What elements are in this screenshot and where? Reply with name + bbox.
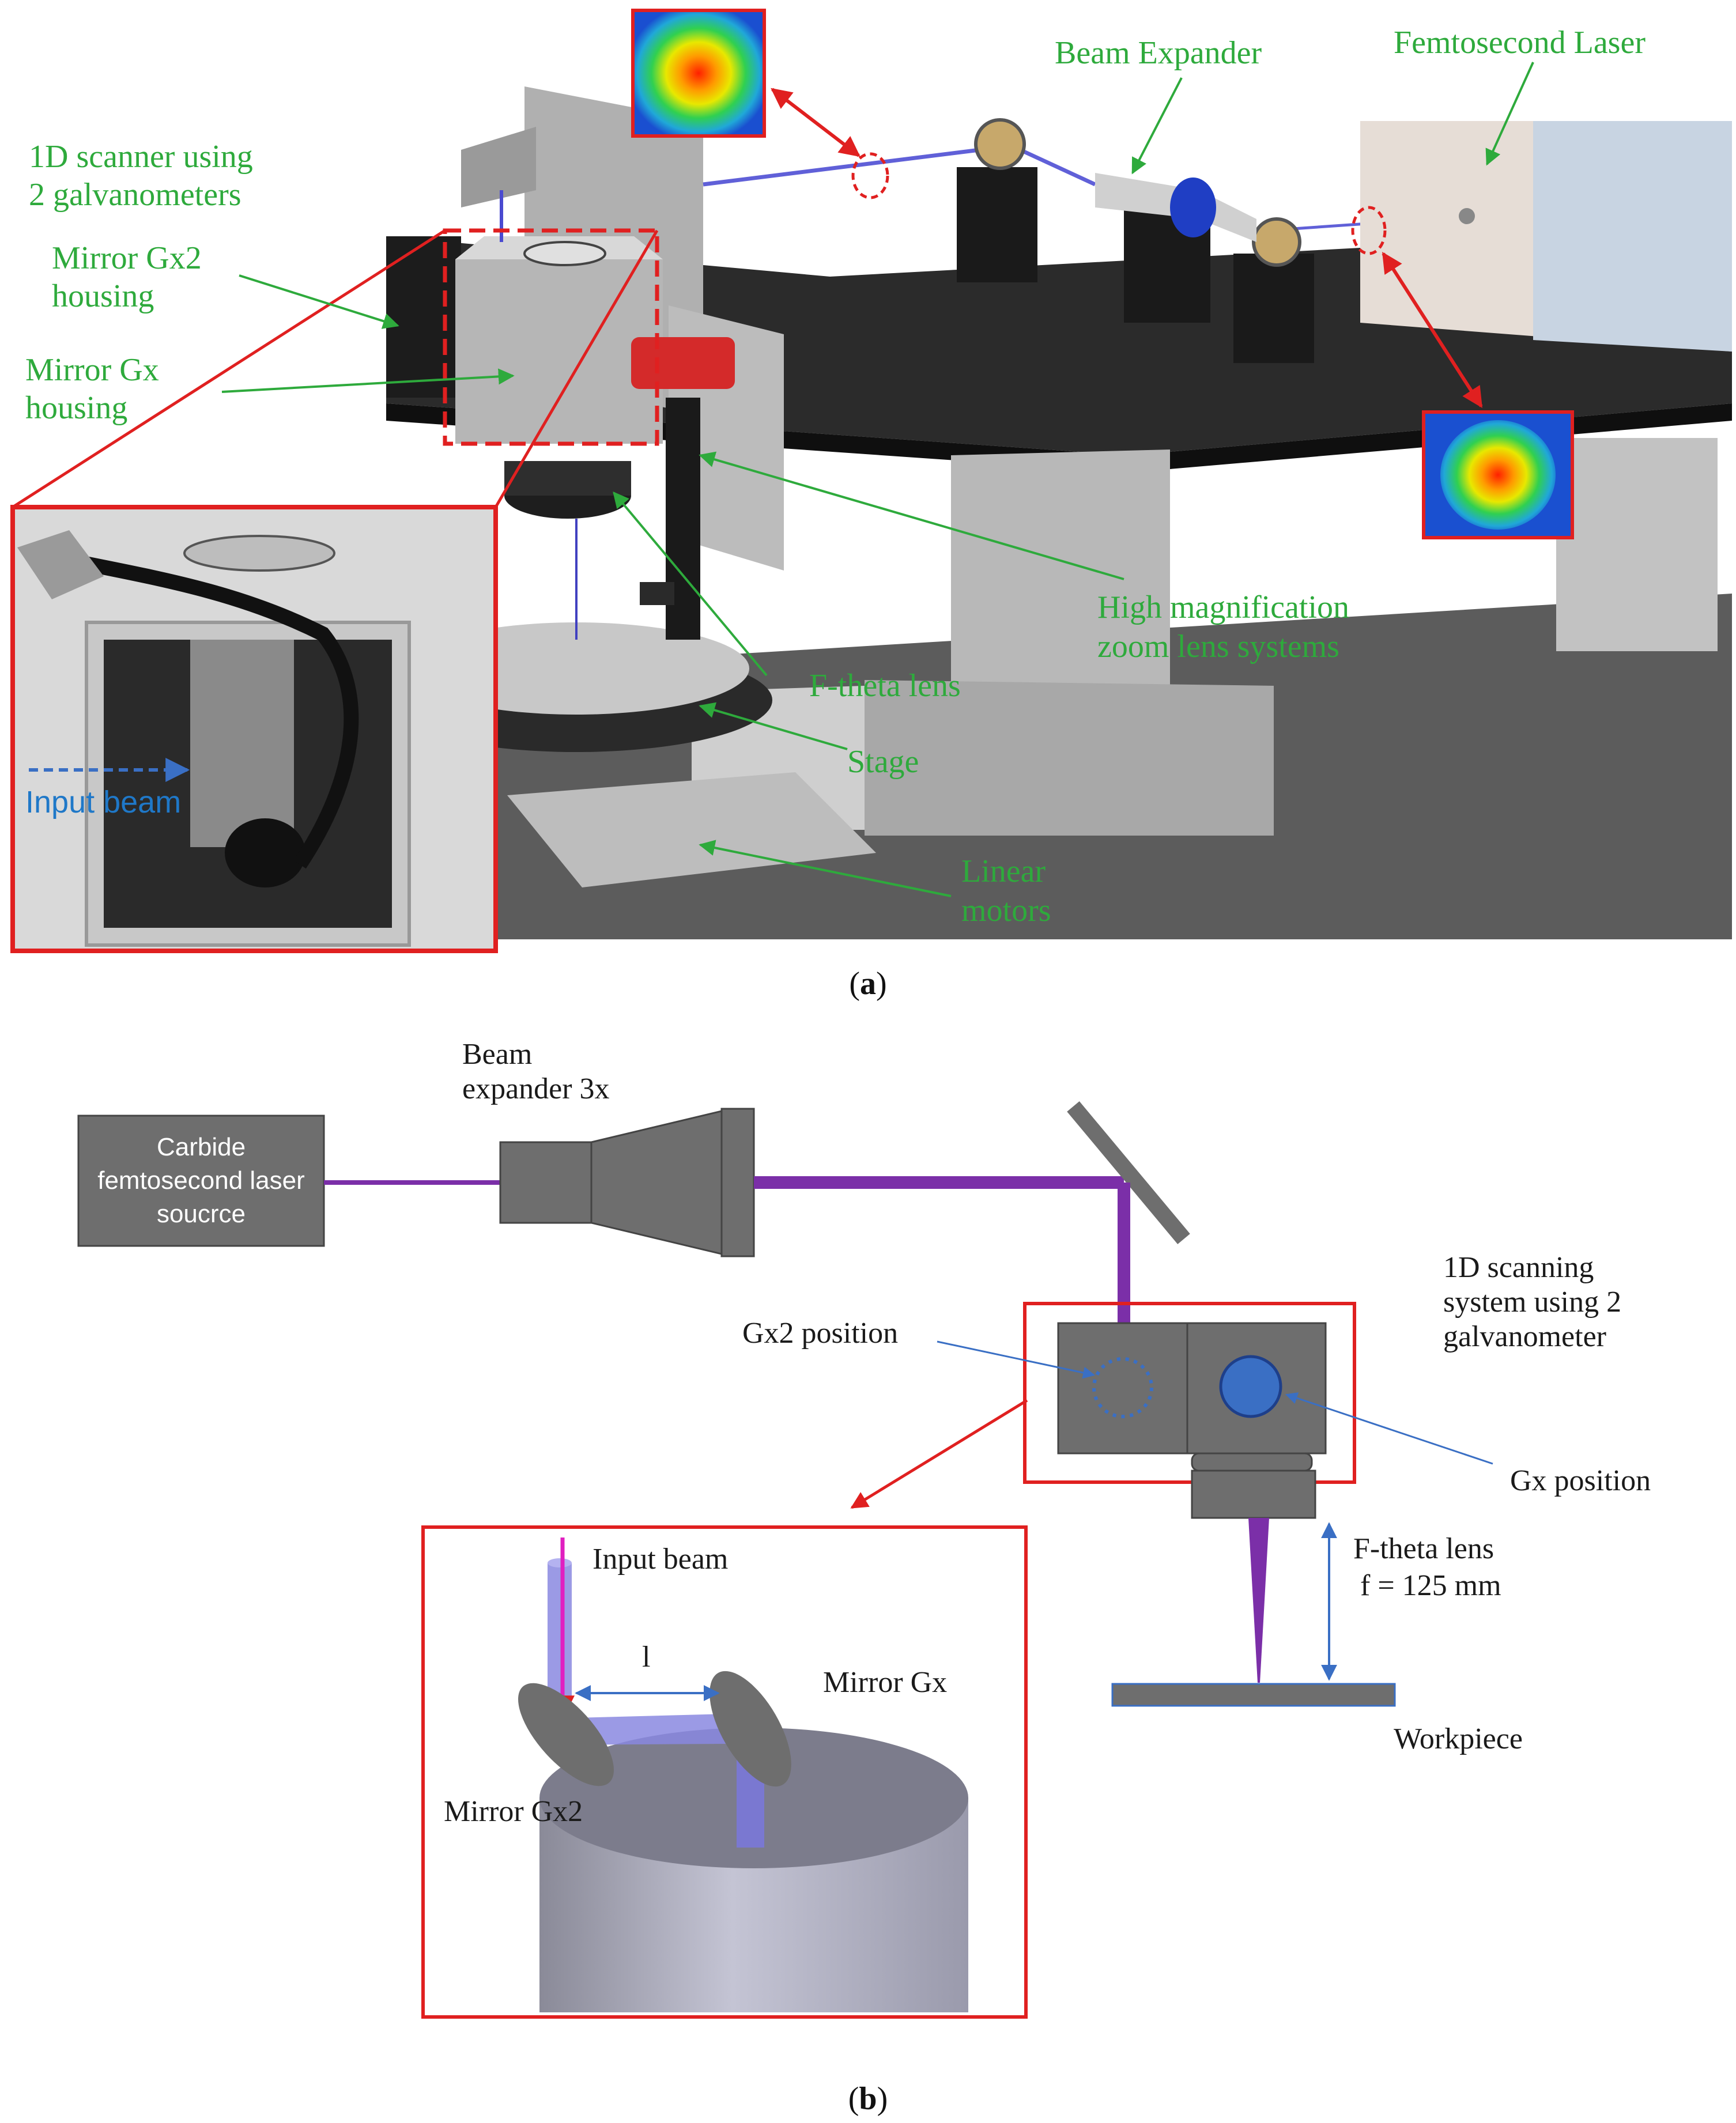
label-ftheta: F-theta lens: [809, 668, 961, 704]
caption-a: (a): [849, 966, 886, 1002]
beam-path-main: [703, 148, 980, 187]
leader-ftheta: [613, 491, 768, 677]
beam-expander-blue-ring: [1170, 177, 1216, 237]
input-beam-top: [548, 1558, 572, 1567]
label-input-beam-b: Input beam: [592, 1543, 728, 1576]
label-gx2-housing-2: housing: [52, 278, 154, 314]
f-theta-lens-side: [504, 461, 631, 496]
profile-arrow-1: [771, 88, 861, 157]
mirror-gx-housing: [455, 259, 663, 444]
fold-mirror: [1067, 1101, 1190, 1244]
gx-mount-disk: [523, 241, 606, 266]
beam-sample-ring-1: [851, 152, 889, 199]
beam-expander-input: [499, 1141, 592, 1224]
beam-sample-ring-2: [1351, 206, 1387, 255]
label-scan-2: system using 2: [1443, 1286, 1621, 1319]
label-zoom-1: High magnification: [1097, 590, 1349, 625]
label-scan-3: galvanometer: [1443, 1320, 1606, 1353]
mirror-mount-1: [957, 167, 1037, 282]
label-stage: Stage: [847, 744, 919, 780]
label-beam-expander-1: Beam: [462, 1038, 532, 1071]
leader-gx-housing: [221, 368, 515, 393]
label-gx-housing-2: housing: [25, 390, 127, 426]
leader-gx2-housing: [239, 274, 399, 329]
laser-source-line-2: femtosecond laser: [97, 1166, 305, 1195]
label-beam-expander-2: expander 3x: [462, 1072, 610, 1105]
caption-b: (b): [848, 2081, 888, 2117]
photo-galvo-cylinder: [190, 640, 294, 847]
beam-expander-output: [720, 1108, 755, 1257]
gx2-position-marker: [1092, 1357, 1153, 1418]
f-theta-lens-bottom: [1191, 1470, 1316, 1519]
label-femtosecond-laser: Femtosecond Laser: [1394, 25, 1646, 61]
photo-galvo-motor: [225, 818, 305, 887]
zoom-selection-box: [443, 228, 659, 446]
mirror-mount-2: [1233, 254, 1314, 363]
label-distance: l: [642, 1641, 650, 1674]
zoom-lens-knob: [640, 582, 674, 605]
laser-aperture: [1459, 208, 1475, 224]
photo-dial: [183, 535, 335, 572]
gx2-housing-block: [1057, 1322, 1188, 1455]
leader-zoom: [699, 451, 1124, 580]
mirror-gx2: [518, 1683, 614, 1786]
femtosecond-laser-side: [1533, 121, 1732, 352]
profile-arrow-2: [1382, 251, 1483, 409]
label-ftheta-1: F-theta lens: [1353, 1532, 1494, 1565]
laser-source-line-1: Carbide: [157, 1133, 246, 1161]
label-gx-housing-1: Mirror Gx: [25, 352, 159, 388]
leader-gx-position: [1285, 1392, 1493, 1465]
camera-body: [631, 337, 735, 389]
label-gx2-housing-1: Mirror Gx2: [52, 240, 202, 276]
photo-connector: [17, 530, 104, 599]
laser-source-box: [77, 1115, 325, 1247]
label-linear-1: Linear: [961, 853, 1046, 889]
beam-profile-spot-2: [1440, 420, 1556, 530]
zoom-line-right: [494, 229, 659, 508]
leader-beam-expander: [1131, 77, 1183, 175]
zoom-arrow-b: [850, 1399, 1028, 1509]
label-scanner-2: 2 galvanometers: [29, 177, 241, 213]
laser-source-line-3: soucrce: [157, 1200, 246, 1228]
leader-gx2-position: [937, 1340, 1096, 1379]
label-photo-input-beam: Input beam: [25, 785, 181, 819]
panel-b: Carbide femtosecond laser soucrce Beam e…: [77, 1038, 1651, 2117]
beam-profile-inset-1: [631, 9, 766, 138]
beam-expander-cone: [590, 1110, 723, 1255]
mirror-1: [974, 118, 1026, 170]
mirror-gx: [710, 1671, 791, 1787]
f-theta-lens-top: [1191, 1452, 1313, 1472]
label-zoom-2: zoom lens systems: [1097, 629, 1339, 664]
gx-position-marker: [1219, 1355, 1282, 1418]
panel-a: 1D scanner using 2 galvanometers Mirror …: [10, 9, 1732, 1002]
workpiece: [1111, 1683, 1396, 1707]
leader-stage: [699, 702, 848, 750]
mirror-2: [1252, 217, 1301, 267]
table-leg-right: [1556, 438, 1718, 651]
zoom-line-left: [12, 229, 446, 509]
label-beam-expander: Beam Expander: [1055, 35, 1262, 71]
leader-femto-laser: [1485, 62, 1534, 166]
label-scan-1: 1D scanning: [1443, 1251, 1594, 1284]
leader-linear: [699, 840, 952, 897]
table-leg-base: [865, 680, 1274, 836]
photo-cables: [33, 546, 359, 869]
scanning-system-highlight: [1023, 1302, 1356, 1484]
label-gx2-position: Gx2 position: [742, 1317, 898, 1350]
label-linear-2: motors: [961, 893, 1051, 928]
label-ftheta-2: f = 125 mm: [1360, 1569, 1501, 1602]
scanner-head: [461, 127, 536, 207]
label-gx-position: Gx position: [1510, 1464, 1651, 1497]
focused-beam-b: [1248, 1518, 1269, 1683]
linear-motor-rail: [507, 772, 876, 887]
label-scanner-1: 1D scanner using: [29, 139, 253, 175]
label-workpiece: Workpiece: [1394, 1722, 1523, 1755]
beam-path-expander: [1019, 148, 1096, 187]
label-mirror-gx: Mirror Gx: [823, 1666, 947, 1699]
label-mirror-gx2: Mirror Gx2: [444, 1795, 583, 1828]
